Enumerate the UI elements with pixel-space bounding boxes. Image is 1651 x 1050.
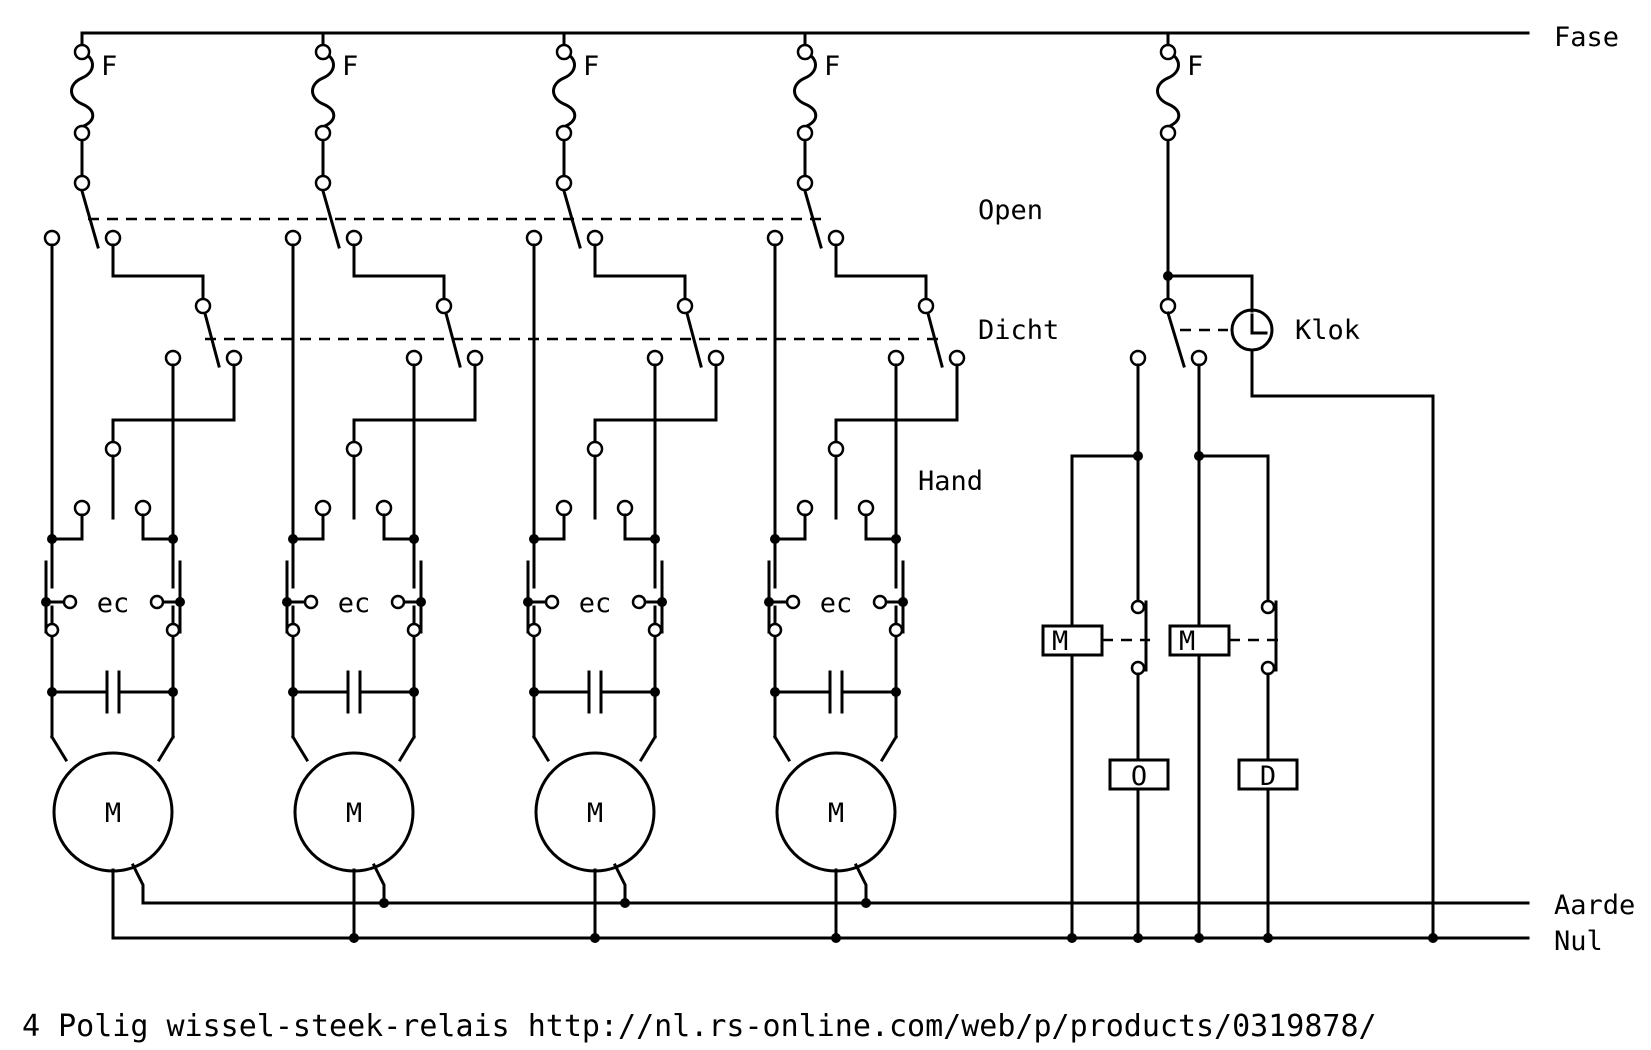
endswitch-label: ec bbox=[97, 588, 130, 619]
clock-return-wire bbox=[1250, 348, 1435, 940]
fuse-label: F bbox=[824, 51, 840, 82]
endswitch-label: ec bbox=[820, 588, 853, 619]
hand-switch bbox=[291, 363, 477, 541]
fuse-label: F bbox=[342, 51, 358, 82]
open-switch bbox=[766, 174, 845, 249]
capacitor bbox=[47, 670, 178, 714]
capacitor bbox=[288, 670, 419, 714]
junction bbox=[168, 534, 178, 544]
hand-switch bbox=[773, 363, 959, 541]
wiring bbox=[772, 243, 899, 940]
dicht-switch bbox=[593, 243, 725, 368]
nul-label: Nul bbox=[1554, 926, 1603, 957]
motor: M bbox=[775, 751, 897, 873]
control-section: F Klok M bbox=[1041, 31, 1438, 943]
fuse-label: F bbox=[101, 51, 117, 82]
hand-switch bbox=[50, 363, 236, 541]
wiring bbox=[290, 243, 417, 940]
open-switch bbox=[525, 174, 604, 249]
open-label: Open bbox=[978, 195, 1043, 226]
wiring bbox=[49, 243, 176, 940]
hand-label: Hand bbox=[918, 466, 983, 497]
motor-unit-4: F bbox=[764, 31, 966, 943]
dicht-label: Dicht bbox=[978, 315, 1059, 346]
junction bbox=[288, 534, 298, 544]
hand-switch bbox=[532, 363, 718, 541]
fase-label: Fase bbox=[1554, 22, 1619, 53]
endswitch-ec: ec bbox=[764, 560, 908, 638]
junction bbox=[529, 534, 539, 544]
aarde-junction bbox=[861, 898, 871, 908]
motor-label: M bbox=[587, 798, 603, 829]
clock-fuse: F bbox=[1156, 31, 1203, 300]
klok-label: Klok bbox=[1295, 315, 1360, 346]
motor-label: M bbox=[105, 798, 121, 829]
motor-label: M bbox=[828, 798, 844, 829]
caption: 4 Polig wissel-steek-relais http://nl.rs… bbox=[22, 1009, 1377, 1044]
open-relay-branch: M O bbox=[1041, 363, 1170, 943]
motor-label: M bbox=[346, 798, 362, 829]
nul-junction bbox=[831, 933, 841, 943]
nul-junction bbox=[1428, 933, 1438, 943]
endswitch-label: ec bbox=[338, 588, 371, 619]
dicht-switch bbox=[111, 243, 243, 368]
open-switch bbox=[43, 174, 122, 249]
fuse: F bbox=[793, 31, 840, 185]
wiring bbox=[531, 243, 658, 940]
capacitor bbox=[529, 670, 660, 714]
motor: M bbox=[534, 751, 656, 873]
clock-switch bbox=[1129, 297, 1228, 368]
aarde-junction bbox=[620, 898, 630, 908]
junction bbox=[891, 534, 901, 544]
motor: M bbox=[52, 751, 174, 873]
motor-unit-1: F bbox=[41, 31, 243, 940]
clock-feed-wire bbox=[1166, 274, 1254, 313]
open-switch bbox=[284, 174, 363, 249]
fuse: F bbox=[311, 31, 358, 185]
fuse: F bbox=[552, 31, 599, 185]
dicht-switch bbox=[352, 243, 484, 368]
junction bbox=[409, 534, 419, 544]
dicht-relay-branch: M D bbox=[1168, 363, 1299, 943]
fuse-label: F bbox=[583, 51, 599, 82]
nul-junction bbox=[590, 933, 600, 943]
motor-unit-3: F bbox=[523, 31, 725, 943]
motor: M bbox=[293, 751, 415, 873]
endswitch-ec: ec bbox=[41, 560, 185, 638]
junction bbox=[770, 534, 780, 544]
nul-junction bbox=[349, 933, 359, 943]
aarde-junction bbox=[379, 898, 389, 908]
indicator-label: O bbox=[1131, 761, 1147, 792]
motor-unit-2: F bbox=[282, 31, 484, 943]
endswitch-ec: ec bbox=[282, 560, 426, 638]
capacitor bbox=[770, 670, 901, 714]
indicator-label: D bbox=[1260, 761, 1276, 792]
aarde-label: Aarde bbox=[1554, 890, 1635, 921]
relay-coil-label: M bbox=[1052, 626, 1068, 657]
fuse: F bbox=[70, 31, 117, 185]
relay-coil-label: M bbox=[1179, 626, 1195, 657]
junction bbox=[650, 534, 660, 544]
dicht-switch bbox=[834, 243, 966, 368]
endswitch-label: ec bbox=[579, 588, 612, 619]
fuse-label: F bbox=[1187, 51, 1203, 82]
endswitch-ec: ec bbox=[523, 560, 667, 638]
clock-icon bbox=[1230, 308, 1274, 352]
junction bbox=[47, 534, 57, 544]
